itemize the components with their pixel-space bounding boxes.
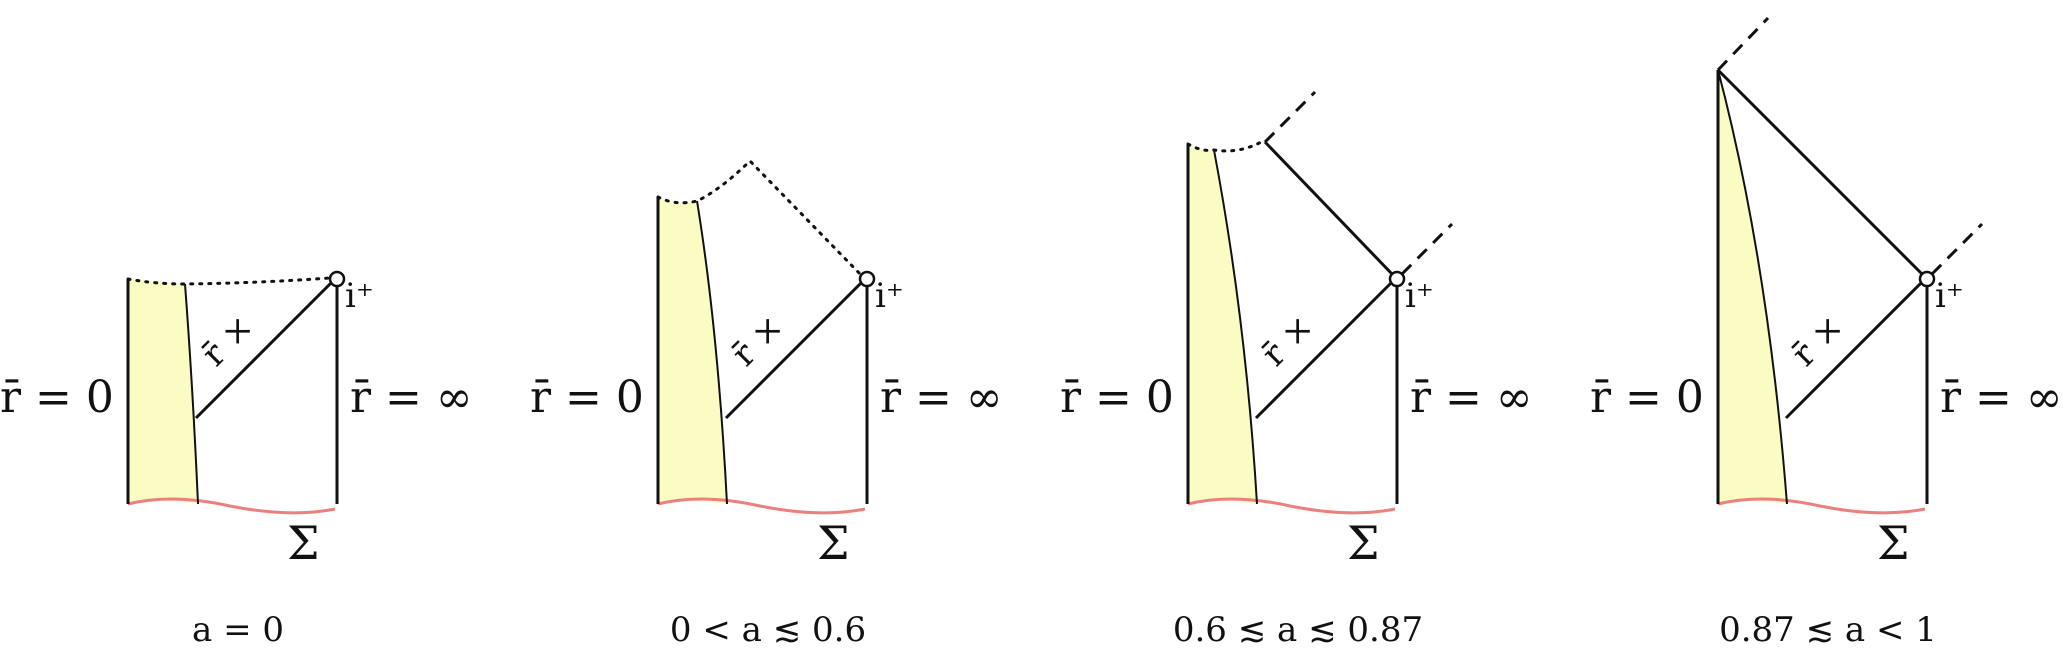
shell-curve bbox=[184, 283, 199, 505]
left-label: r̄ = 0 bbox=[0, 372, 114, 423]
right-label: r̄ = ∞ bbox=[350, 372, 473, 423]
corner-label: i⁺ bbox=[1405, 276, 1434, 316]
cauchy-horizon-line bbox=[1716, 68, 1924, 276]
right-label: r̄ = ∞ bbox=[1940, 372, 2063, 423]
corner-label: i⁺ bbox=[1935, 276, 1964, 316]
timelike-infinity-point bbox=[858, 270, 876, 288]
shell-curve bbox=[1213, 149, 1258, 505]
caption: a = 0 bbox=[192, 610, 284, 650]
sigma-curve bbox=[657, 497, 866, 515]
shaded-region bbox=[128, 279, 198, 504]
cauchy-horizon-line bbox=[1263, 140, 1394, 276]
right-label: r̄ = ∞ bbox=[1410, 372, 1533, 423]
outgoing-dashed-corner bbox=[1400, 222, 1454, 276]
sigma-curve bbox=[1717, 497, 1926, 515]
sigma-label: Σ bbox=[1877, 516, 1910, 570]
left-label: r̄ = 0 bbox=[1590, 372, 1704, 423]
sigma-label: Σ bbox=[287, 516, 320, 570]
caption: 0 < a ≲ 0.6 bbox=[670, 610, 866, 650]
caption: 0.87 ≲ a < 1 bbox=[1719, 610, 1937, 650]
outgoing-dashed-corner bbox=[1930, 222, 1984, 276]
left-label: r̄ = 0 bbox=[1060, 372, 1174, 423]
outgoing-dashed-upper bbox=[1716, 16, 1770, 72]
left-label: r̄ = 0 bbox=[530, 372, 644, 423]
sigma-label: Σ bbox=[1347, 516, 1380, 570]
panel-3-diagram: r̄ × i⁺ r̄ = 0 r̄ = ∞ Σ 0.6 ≲ a ≲ 0.87 bbox=[1060, 90, 1533, 650]
timelike-infinity-point bbox=[1388, 270, 1406, 288]
sigma-curve bbox=[1187, 497, 1396, 515]
right-label: r̄ = ∞ bbox=[880, 372, 1003, 423]
shaded-region bbox=[1718, 70, 1787, 504]
shell-curve bbox=[1717, 69, 1788, 505]
singularity-dotted bbox=[656, 158, 864, 278]
sigma-label: Σ bbox=[817, 516, 850, 570]
shaded-region bbox=[658, 197, 727, 504]
caption: 0.6 ≲ a ≲ 0.87 bbox=[1173, 610, 1423, 650]
event-horizon-line bbox=[194, 277, 337, 420]
panel-2-diagram: r̄ × i⁺ r̄ = 0 r̄ = ∞ Σ 0 < a ≲ 0.6 bbox=[530, 158, 1003, 650]
event-horizon-line bbox=[1254, 277, 1397, 420]
timelike-infinity-point bbox=[1918, 270, 1936, 288]
event-horizon-line bbox=[724, 277, 867, 420]
outgoing-dashed-upper bbox=[1263, 90, 1317, 144]
timelike-infinity-point bbox=[328, 270, 346, 288]
singularity-dotted bbox=[126, 276, 332, 286]
singularity-dotted bbox=[1186, 139, 1265, 153]
shell-curve bbox=[696, 200, 728, 505]
panel-4-diagram: r̄ × i⁺ r̄ = 0 r̄ = ∞ Σ 0.87 ≲ a < 1 bbox=[1590, 16, 2063, 650]
panel-1-diagram: r̄ × i⁺ r̄ = 0 r̄ = ∞ Σ a = 0 bbox=[0, 270, 473, 650]
shaded-region bbox=[1188, 144, 1257, 504]
sigma-curve bbox=[127, 497, 336, 515]
corner-label: i⁺ bbox=[345, 276, 374, 316]
event-horizon-line bbox=[1784, 277, 1927, 420]
corner-label: i⁺ bbox=[875, 276, 904, 316]
